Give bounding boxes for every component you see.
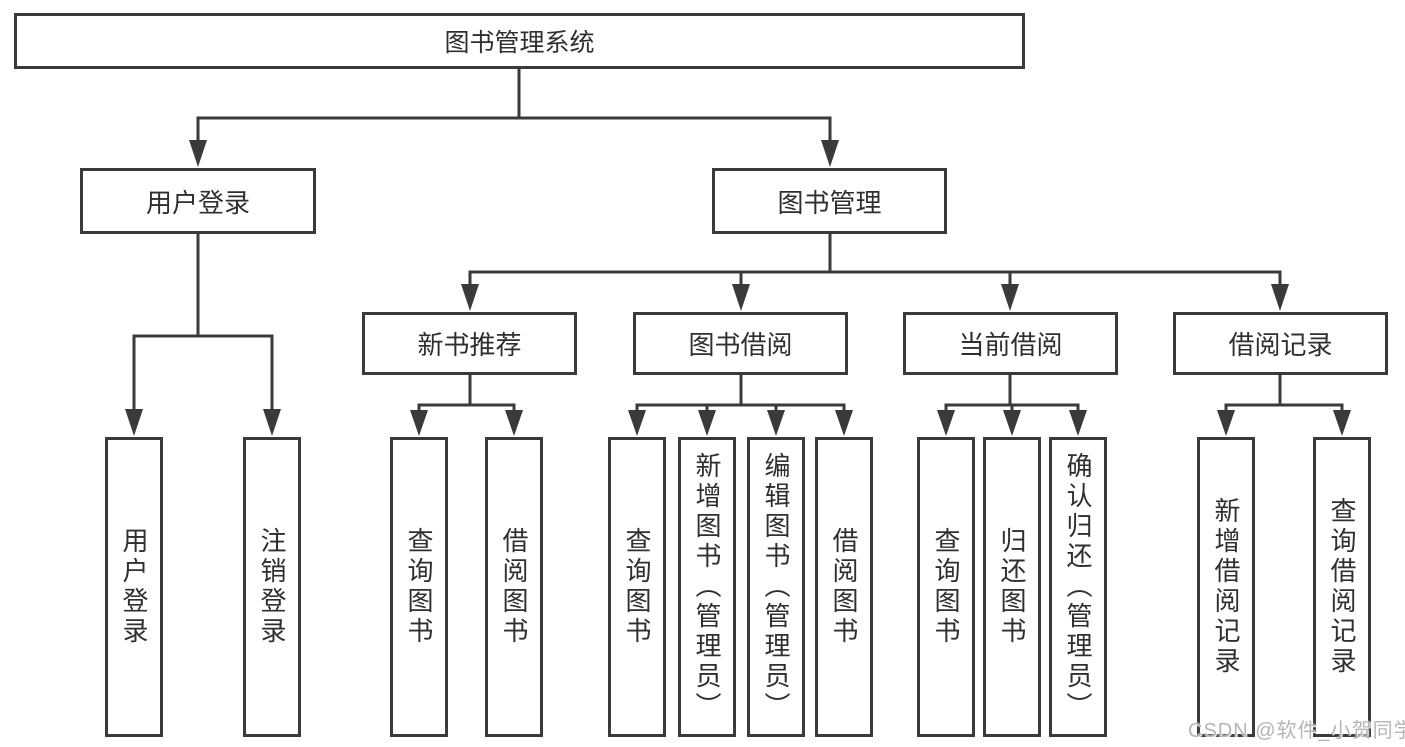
node-label: 图书管理系统 [444, 29, 595, 57]
leaf-nb-query-books: 查询图书 [390, 437, 448, 737]
leaf-bb-borrow-books: 借阅图书 [815, 437, 873, 737]
node-label: 借阅图书 [499, 527, 529, 647]
connector-user-login-branch [125, 234, 281, 436]
node-label: 注销登录 [257, 527, 287, 647]
node-label: 图书管理 [777, 187, 882, 218]
node-label: 查询借阅记录 [1327, 497, 1357, 677]
node-label: 新增图书（管理员） [692, 452, 722, 722]
node-new-book-recommend: 新书推荐 [362, 312, 577, 375]
node-label: 查询图书 [622, 527, 652, 647]
csdn-watermark: CSDN @软件_小贺同学 [1188, 720, 1405, 742]
connector-current-borrow-branch [937, 375, 1087, 436]
leaf-cb-confirm-return-admin: 确认归还（管理员） [1049, 437, 1107, 737]
node-label: 新书推荐 [417, 330, 522, 360]
leaf-logout: 注销登录 [243, 437, 301, 737]
leaf-bb-add-books-admin: 新增图书（管理员） [678, 437, 736, 737]
connector-book-management-branch [461, 234, 1289, 311]
node-system-root: 图书管理系统 [14, 13, 1025, 69]
node-user-login: 用户登录 [80, 168, 316, 234]
node-label: 图书借阅 [688, 330, 793, 360]
leaf-bb-edit-books-admin: 编辑图书（管理员） [747, 437, 805, 737]
leaf-cb-query-books: 查询图书 [917, 437, 975, 737]
leaf-br-add-record: 新增借阅记录 [1197, 437, 1255, 737]
node-label: 当前借阅 [958, 330, 1063, 360]
node-label: 编辑图书（管理员） [761, 452, 791, 722]
node-label: 查询图书 [931, 527, 961, 647]
leaf-nb-borrow-books: 借阅图书 [485, 437, 543, 737]
node-label: 借阅图书 [829, 527, 859, 647]
node-label: 查询图书 [404, 527, 434, 647]
node-label: 新增借阅记录 [1211, 497, 1241, 677]
node-label: 借阅记录 [1228, 330, 1333, 360]
node-borrow-records: 借阅记录 [1173, 312, 1388, 375]
node-book-borrow: 图书借阅 [633, 312, 848, 375]
node-current-borrow: 当前借阅 [903, 312, 1118, 375]
leaf-br-query-record: 查询借阅记录 [1313, 437, 1371, 737]
node-label: 确认归还（管理员） [1063, 452, 1093, 722]
leaf-user-login: 用户登录 [105, 437, 163, 737]
connector-borrow-records-branch [1217, 375, 1351, 436]
leaf-cb-return-books: 归还图书 [983, 437, 1041, 737]
leaf-bb-query-books: 查询图书 [608, 437, 666, 737]
connector-new-book-recommend-branch [410, 375, 523, 436]
connector-book-borrow-branch [628, 375, 853, 436]
node-label: 用户登录 [119, 527, 149, 647]
node-label: 用户登录 [145, 187, 250, 218]
connector-root-to-level2 [189, 68, 839, 167]
node-label: 归还图书 [997, 527, 1027, 647]
node-book-management: 图书管理 [712, 168, 947, 234]
